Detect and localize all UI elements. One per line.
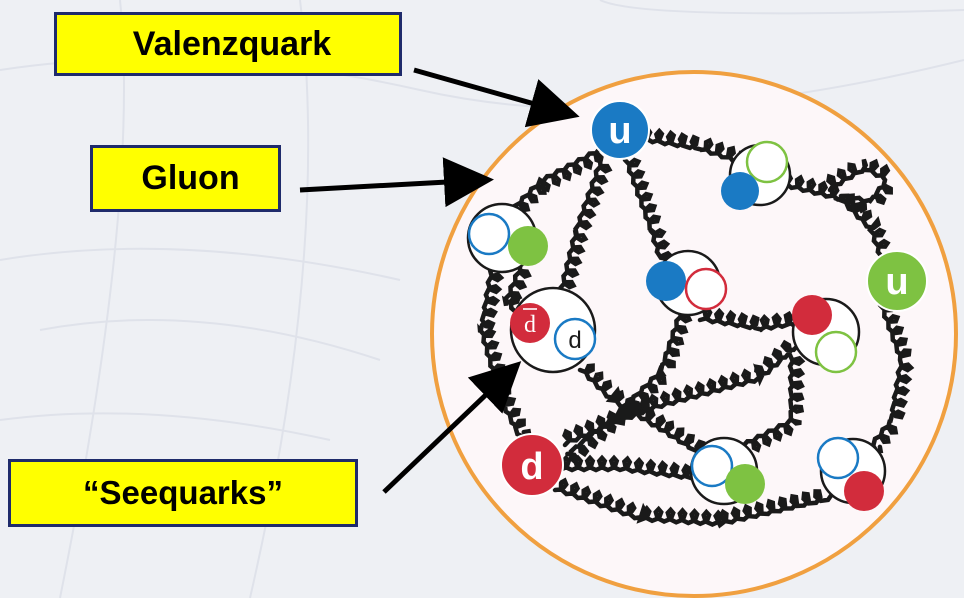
gluon-spring — [558, 157, 613, 298]
sea-quark-green-outline — [814, 330, 858, 374]
gluon-label: Gluon — [90, 145, 281, 212]
gluon-spring — [826, 158, 893, 214]
antiquark-d-red — [510, 303, 550, 343]
sea-quarks-arrow — [382, 361, 522, 494]
sea-quark-red — [844, 471, 884, 511]
gluon-spring — [870, 302, 915, 454]
gluon-spring — [622, 157, 674, 262]
gluon-spring — [637, 125, 748, 167]
gluon-spring — [557, 454, 704, 482]
gluon-spring — [565, 307, 693, 465]
valence-quark-d-red — [500, 433, 564, 497]
sea-quark-blue — [646, 261, 686, 301]
sea-quark-blue-outline — [690, 444, 734, 488]
sea-quark-d-blue-outline — [553, 317, 597, 361]
sea-quark-blue — [721, 172, 759, 210]
sea-quark-red — [792, 295, 832, 335]
gluon-spring — [562, 332, 802, 448]
gluon-spring — [477, 267, 532, 440]
gluon-spring — [740, 352, 806, 459]
sea-quark-green — [508, 226, 548, 266]
sea-quark-red-outline — [684, 267, 728, 311]
gluon-spring — [697, 305, 796, 333]
sea-quark-d-label: d — [568, 327, 581, 354]
valence-arrow — [413, 67, 580, 128]
sea-quarks-label: “Seequarks” — [8, 459, 358, 527]
gluon-arrow — [299, 157, 494, 208]
sea-quark-green — [725, 464, 765, 504]
gluon-spring — [501, 145, 604, 230]
valence-quark-u-green-label: u — [885, 261, 908, 303]
sea-quark-blue-outline — [816, 436, 860, 480]
gluon-spring — [552, 477, 835, 529]
valence-quark-label: Valenzquark — [54, 12, 402, 76]
sea-quark-blue-outline — [467, 212, 511, 256]
antiquark-d-label: d — [524, 312, 536, 338]
valence-quark-d-red-label: d — [520, 446, 543, 488]
valence-quark-u-blue — [590, 100, 650, 160]
sea-quark-green-outline — [745, 140, 789, 184]
valence-quark-u-blue-label: u — [608, 110, 631, 152]
valence-quark-u-green — [866, 250, 928, 312]
